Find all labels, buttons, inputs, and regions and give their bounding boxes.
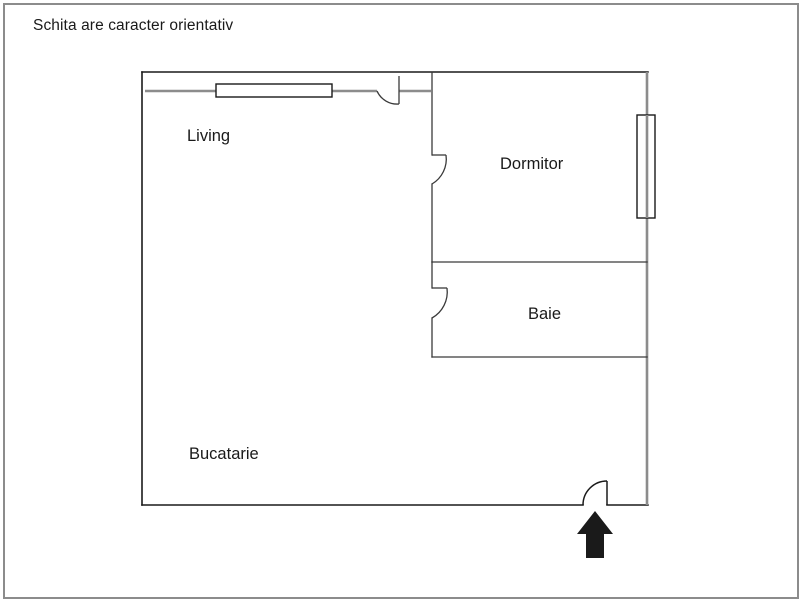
door-baie-arc [431,287,448,319]
door-dormitor-arc [431,154,447,185]
room-label-bucatarie: Bucatarie [189,445,259,463]
window-top-frame [215,83,333,98]
door-dormitor [431,154,447,185]
outer-walls [141,71,649,506]
door-living [376,76,400,105]
room-label-baie: Baie [528,305,561,323]
door-baie [431,287,448,319]
door-entrance-arc [582,480,608,506]
door-entrance [582,480,608,506]
partition-walls [431,71,648,358]
window-top [215,83,333,98]
page-title: Schita are caracter orientativ [33,17,234,34]
door-living-arc [376,90,400,105]
window-right [636,114,656,219]
room-label-dormitor: Dormitor [500,155,564,173]
entrance-arrow [577,511,613,558]
entrance-arrow-shape [577,511,613,558]
room-label-living: Living [187,127,230,145]
